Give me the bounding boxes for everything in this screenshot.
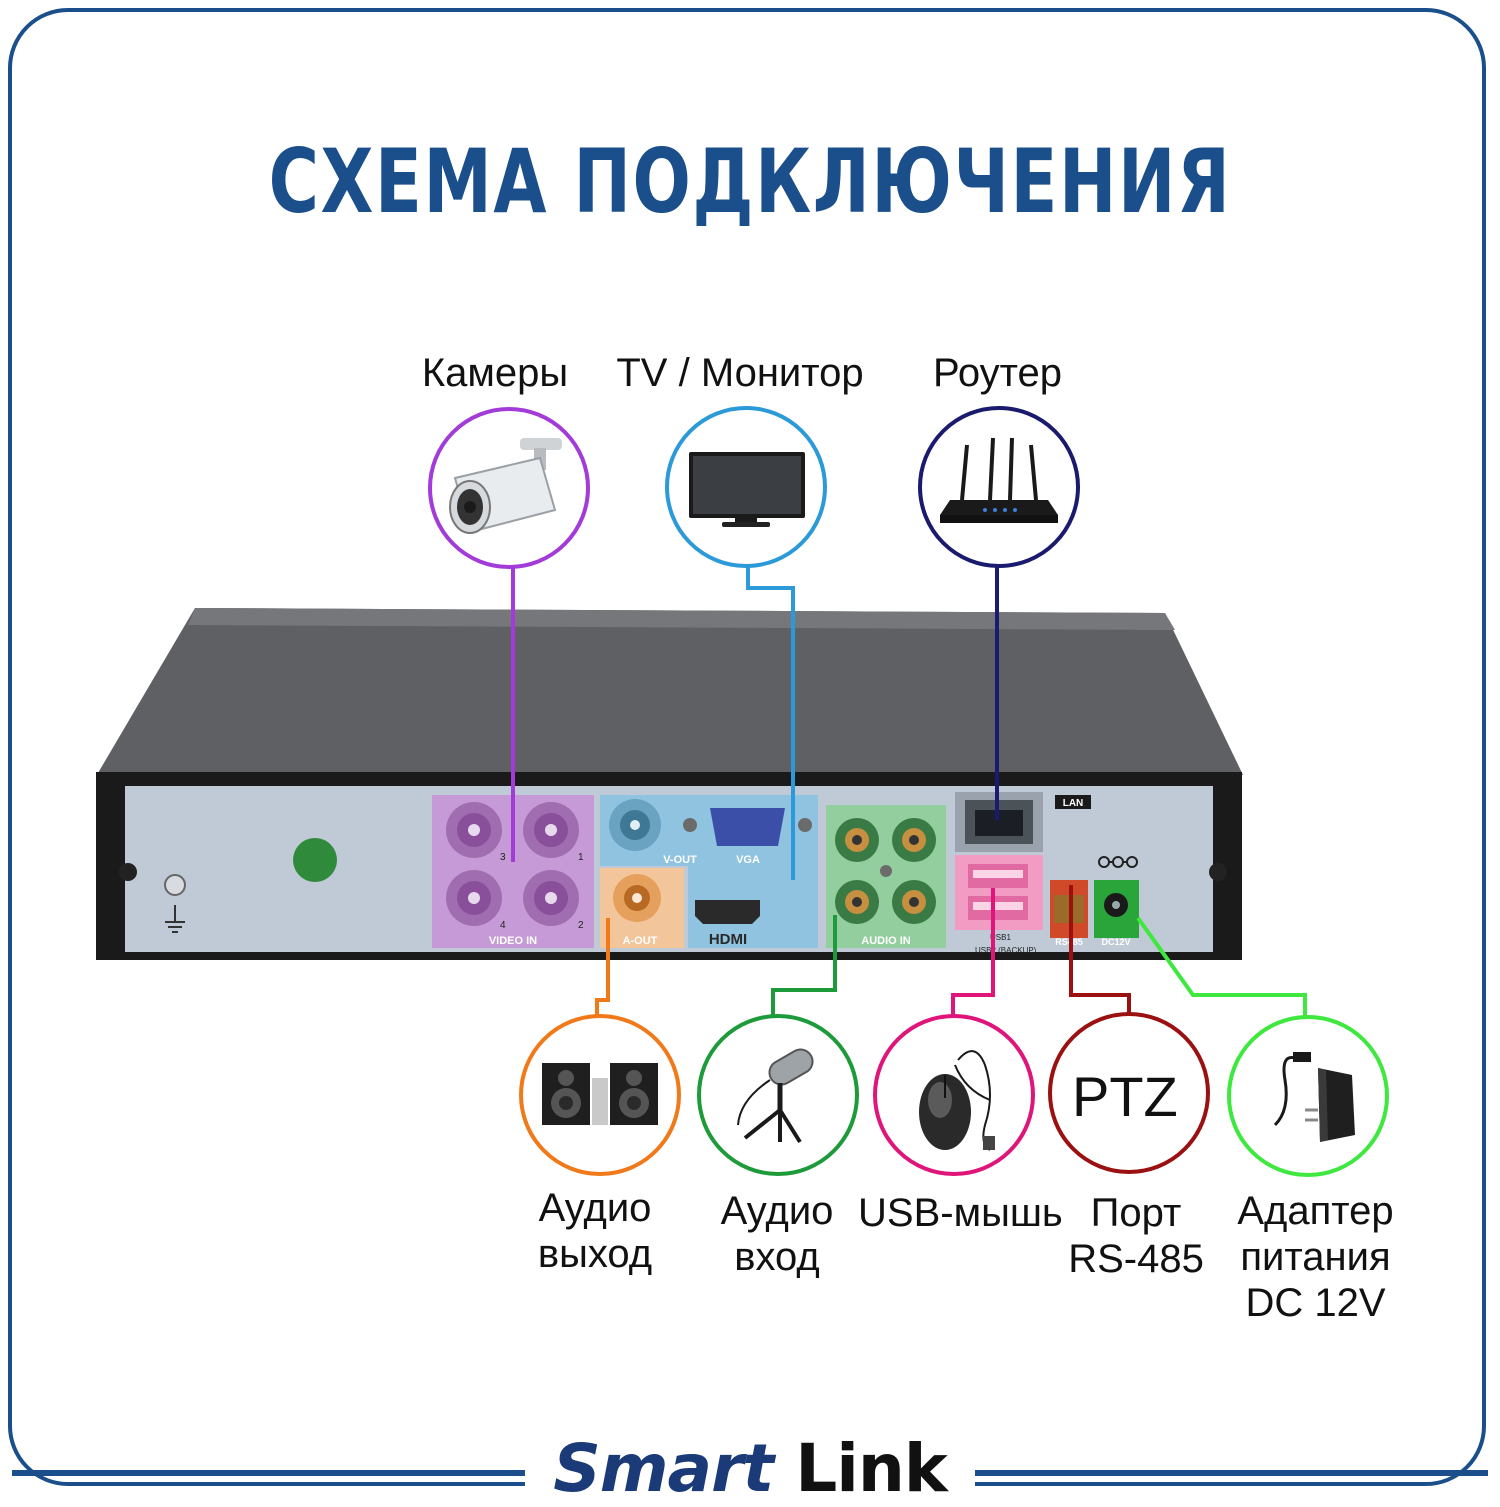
video-in-block: 3 1 4 2 VIDEO IN (432, 795, 594, 948)
brand-part2: Link (795, 1430, 948, 1507)
label-rs485: Порт RS-485 (1060, 1190, 1212, 1282)
adapter-device (1227, 1015, 1389, 1177)
mouse-device (873, 1014, 1035, 1176)
monitor-icon (689, 452, 805, 527)
video-out-block: V-OUT VGA HDMI (600, 795, 818, 948)
dvr-top-highlight (188, 608, 1175, 630)
router-icon (940, 437, 1058, 523)
video-in-port-3: 3 (500, 852, 506, 863)
label-line: питания (1240, 1235, 1391, 1279)
page-title: СХЕМА ПОДКЛЮЧЕНИЯ (268, 130, 1232, 233)
fan-grommet-icon (293, 838, 337, 882)
hdmi-label: HDMI (709, 931, 747, 948)
label-audio-in: Аудио вход (697, 1188, 857, 1280)
router-device (918, 406, 1080, 568)
label-line: Аудио (720, 1189, 834, 1233)
video-in-port-4: 4 (500, 920, 506, 931)
lan-label: LAN (1063, 798, 1084, 809)
screw-icon (798, 818, 812, 832)
microphone-device (697, 1014, 859, 1176)
label-line: вход (734, 1235, 820, 1279)
ptz-device (1048, 1012, 1210, 1174)
label-monitor: TV / Монитор (616, 351, 864, 395)
camera-device (428, 407, 590, 569)
label-cameras: Камеры (421, 351, 569, 395)
polarity-symbol-icon (1098, 856, 1138, 868)
label-line: Порт (1090, 1191, 1182, 1235)
footer-line-left (12, 1470, 532, 1476)
label-line: USB-мышь (858, 1191, 1063, 1235)
label-line: Адаптер (1237, 1189, 1394, 1233)
brand-footer: Smart Link (0, 1430, 1500, 1507)
label-line: Аудио (538, 1186, 652, 1230)
brand-part1: Smart (553, 1430, 774, 1507)
microphone-icon (737, 1048, 814, 1144)
dvr-top-cover (98, 608, 1243, 775)
video-in-port-1: 1 (578, 852, 584, 863)
screw-icon (880, 865, 892, 877)
vga-port-icon (710, 808, 785, 846)
brand-logo: Smart Link (525, 1430, 975, 1507)
hdmi-port-icon (695, 900, 760, 924)
speakers-device (519, 1014, 681, 1176)
usb1-label: USB1 (990, 933, 1011, 942)
line-rs485 (1069, 885, 1131, 1018)
label-power-adapter: Адаптер питания DC 12V (1228, 1188, 1403, 1326)
mouse-icon (919, 1050, 995, 1151)
v-out-bnc-icon (609, 799, 661, 851)
label-line: RS-485 (1068, 1237, 1204, 1281)
usb2-label: USB2 (BACKUP) (975, 946, 1037, 955)
line-monitor (746, 565, 795, 880)
speakers-icon (542, 1063, 658, 1125)
vga-label: VGA (736, 854, 760, 866)
screw-right (1209, 863, 1227, 881)
connector-lines (511, 565, 1307, 1018)
line-usb (951, 888, 995, 1018)
footer-line-right (968, 1470, 1488, 1476)
label-usb-mouse: USB-мышь (858, 1190, 1063, 1236)
dvr-recorder: 3 1 4 2 VIDEO IN V-OUT VGA HDMI (96, 608, 1243, 960)
a-out-label: A-OUT (623, 935, 658, 947)
video-in-label: VIDEO IN (489, 935, 537, 947)
screw-left (119, 863, 137, 881)
line-audio-out (595, 918, 610, 1018)
monitor-device (665, 406, 827, 568)
camera-icon (449, 438, 562, 534)
v-out-label: V-OUT (663, 854, 697, 866)
video-in-port-2: 2 (578, 920, 584, 931)
screw-icon (683, 818, 697, 832)
audio-in-label: AUDIO IN (861, 935, 911, 947)
ground-terminal-icon (164, 874, 186, 933)
label-line: выход (537, 1232, 653, 1276)
label-router: Роутер (932, 351, 1063, 395)
dc12v-label: DC12V (1101, 937, 1130, 947)
audio-in-rca-icon (835, 818, 936, 924)
label-audio-out: Аудио выход (515, 1185, 675, 1277)
power-adapter-icon (1273, 1052, 1355, 1142)
a-out-block: A-OUT (600, 868, 684, 948)
ptz-label: PTZ (1072, 1065, 1178, 1128)
line-audio-in (771, 915, 837, 1018)
dc12v-block: DC12V (1094, 856, 1139, 947)
usb-block: USB1 USB2 (BACKUP) (955, 855, 1043, 955)
label-line: DC 12V (1245, 1281, 1386, 1325)
line-dc12v (1136, 916, 1307, 1018)
audio-in-block: AUDIO IN (826, 805, 946, 948)
bnc-port-icon (446, 802, 579, 926)
